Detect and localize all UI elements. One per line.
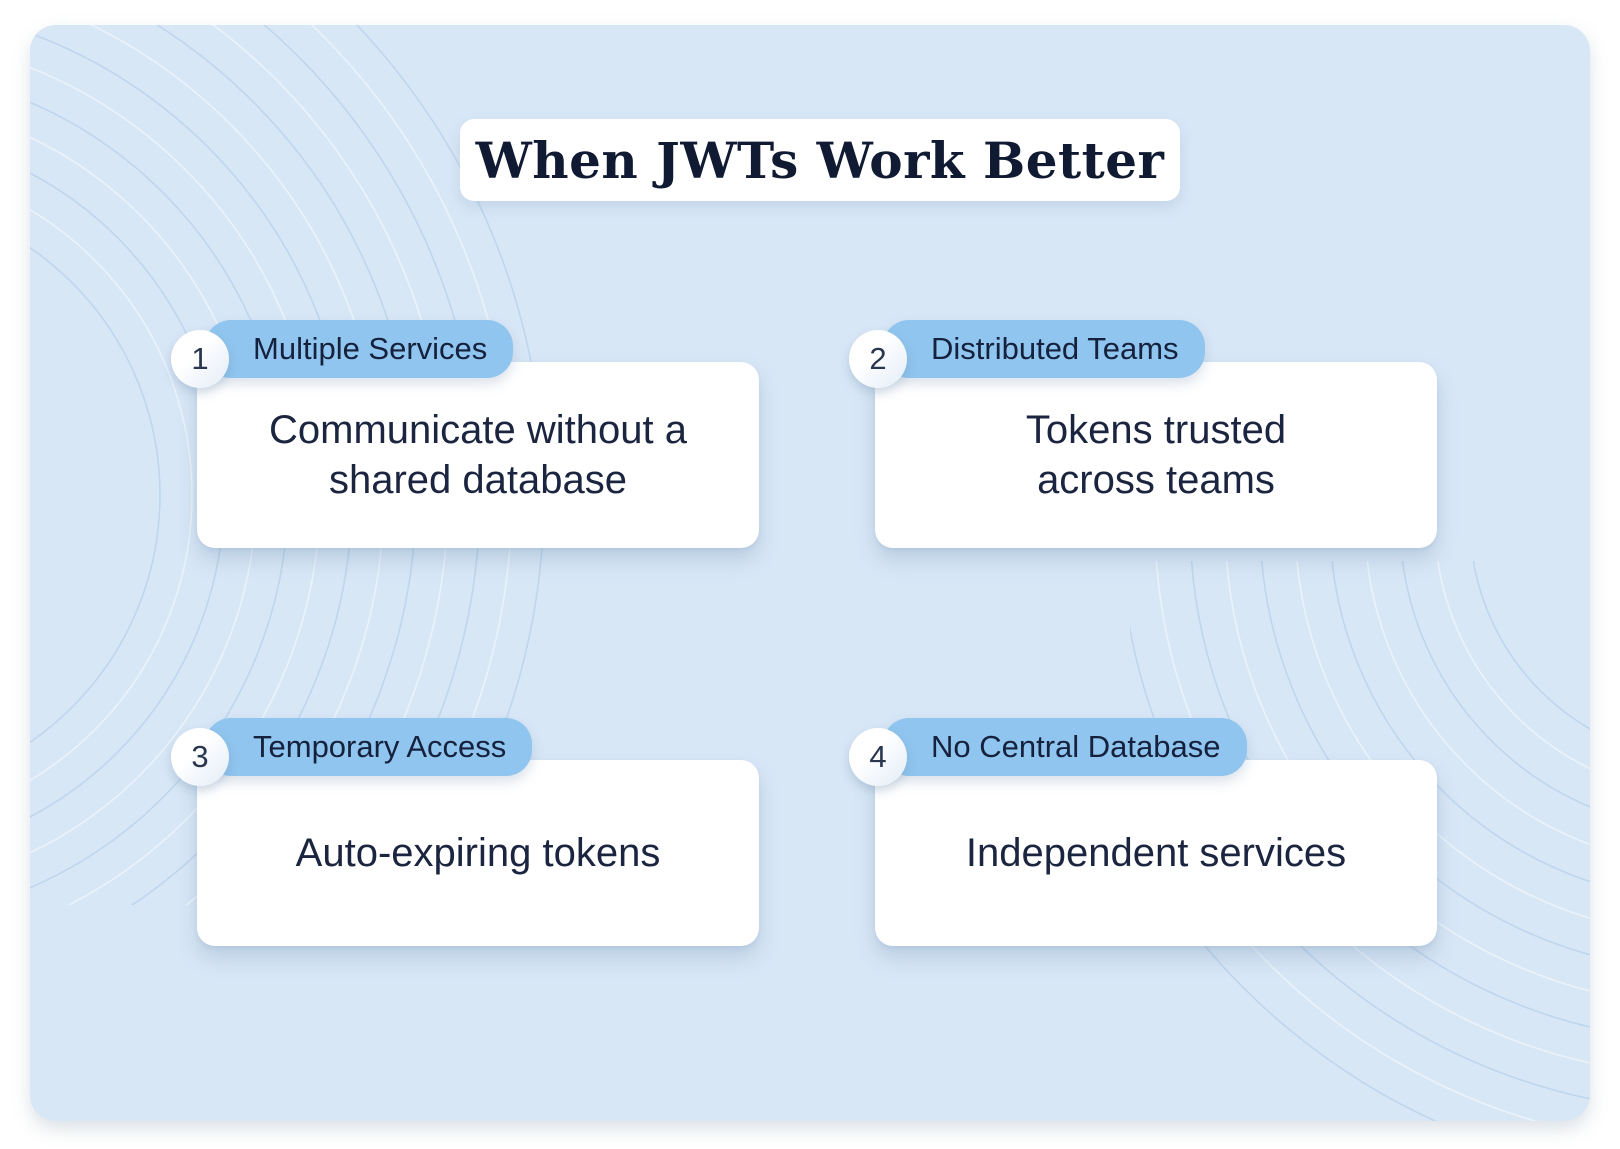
card-label: Distributed Teams [931,331,1179,366]
infographic-panel: When JWTs Work Better Communicate withou… [30,25,1590,1121]
card-description: Tokens trusted across teams [1025,408,1287,502]
card-number-badge: 1 [171,330,229,388]
card-no-central-database: Independent services No Central Database… [849,718,1437,946]
card-label-pill: Temporary Access [205,718,533,776]
card-description: Auto-expiring tokens [295,831,661,875]
card-number-badge: 4 [849,728,907,786]
card-body: Auto-expiring tokens [197,760,759,946]
card-body: Communicate without a shared database [197,362,759,548]
card-label-pill: Multiple Services [205,320,514,378]
card-multiple-services: Communicate without a shared database Mu… [171,320,759,548]
title-box: When JWTs Work Better [460,119,1180,201]
card-number: 2 [869,341,887,376]
card-description: Communicate without a shared database [269,408,687,502]
card-number: 4 [869,739,887,774]
card-label-pill: No Central Database [883,718,1247,776]
card-body: Independent services [875,760,1437,946]
card-number: 1 [191,341,209,376]
card-label: Multiple Services [253,331,488,366]
card-description: Independent services [965,831,1347,875]
card-number-badge: 2 [849,330,907,388]
card-label-pill: Distributed Teams [883,320,1205,378]
card-distributed-teams: Tokens trusted across teams Distributed … [849,320,1437,548]
card-label: No Central Database [931,729,1221,764]
card-number: 3 [191,739,209,774]
card-number-badge: 3 [171,728,229,786]
page-title: When JWTs Work Better [475,130,1165,190]
card-body: Tokens trusted across teams [875,362,1437,548]
card-label: Temporary Access [253,729,507,764]
card-temporary-access: Auto-expiring tokens Temporary Access 3 [171,718,759,946]
